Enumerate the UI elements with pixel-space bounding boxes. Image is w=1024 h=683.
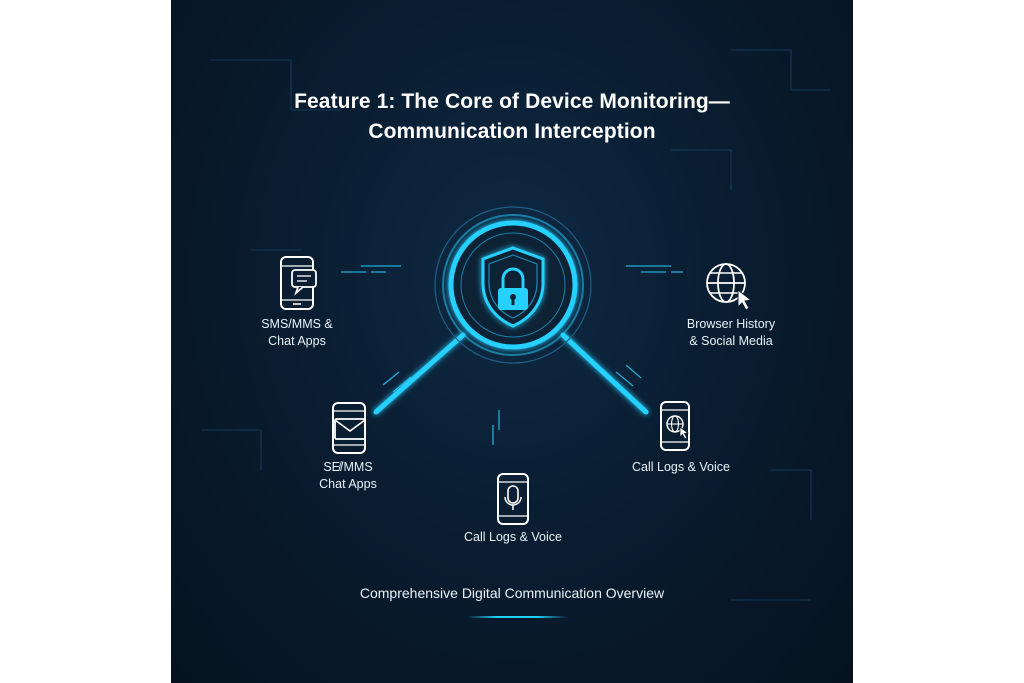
page-title-line-1: Feature 1: The Core of Device Monitoring… <box>294 90 730 113</box>
node-label-bottom-right-line1: Call Logs & Voice <box>632 460 730 474</box>
node-label-top-right-line2: & Social Media <box>689 334 773 348</box>
phone-microphone-icon <box>497 473 529 525</box>
footer-underline <box>467 616 567 618</box>
node-label-bottom-right: Call Logs & Voice <box>616 459 746 476</box>
phone-mail-icon <box>332 402 366 454</box>
node-label-bottom-center-line1: Call Logs & Voice <box>464 530 562 544</box>
node-label-bottom-left-line2: Chat Apps <box>319 477 377 491</box>
node-label-bottom-left-line1: SE̸/MMS <box>323 460 373 474</box>
connector-lines <box>328 282 699 468</box>
globe-cursor-icon <box>706 263 753 311</box>
data-stream-dashes <box>341 265 683 445</box>
node-label-top-left-line2: Chat Apps <box>268 334 326 348</box>
connector-bottom-left <box>373 332 466 415</box>
node-label-top-right: Browser History & Social Media <box>666 316 796 350</box>
connector-bottom-right <box>560 332 649 415</box>
node-label-bottom-left: SE̸/MMS Chat Apps <box>288 459 408 493</box>
circuit-traces <box>201 49 831 601</box>
hub-diagram <box>201 49 831 601</box>
shield-lock-icon <box>481 246 545 328</box>
footer-caption: Comprehensive Digital Communication Over… <box>359 585 665 601</box>
phone-chat-icon <box>280 256 317 310</box>
node-label-top-right-line1: Browser History <box>686 317 776 331</box>
phone-globe-icon <box>660 401 690 451</box>
node-label-top-left: SMS/MMS & Chat Apps <box>237 316 357 350</box>
node-label-top-left-line1: SMS/MMS & <box>261 317 333 331</box>
diagram-panel: Feature 1: The Core of Device Monitoring… <box>171 0 853 683</box>
page-title-line-2: Communication Interception <box>368 120 656 143</box>
node-label-bottom-center: Call Logs & Voice <box>448 529 578 546</box>
